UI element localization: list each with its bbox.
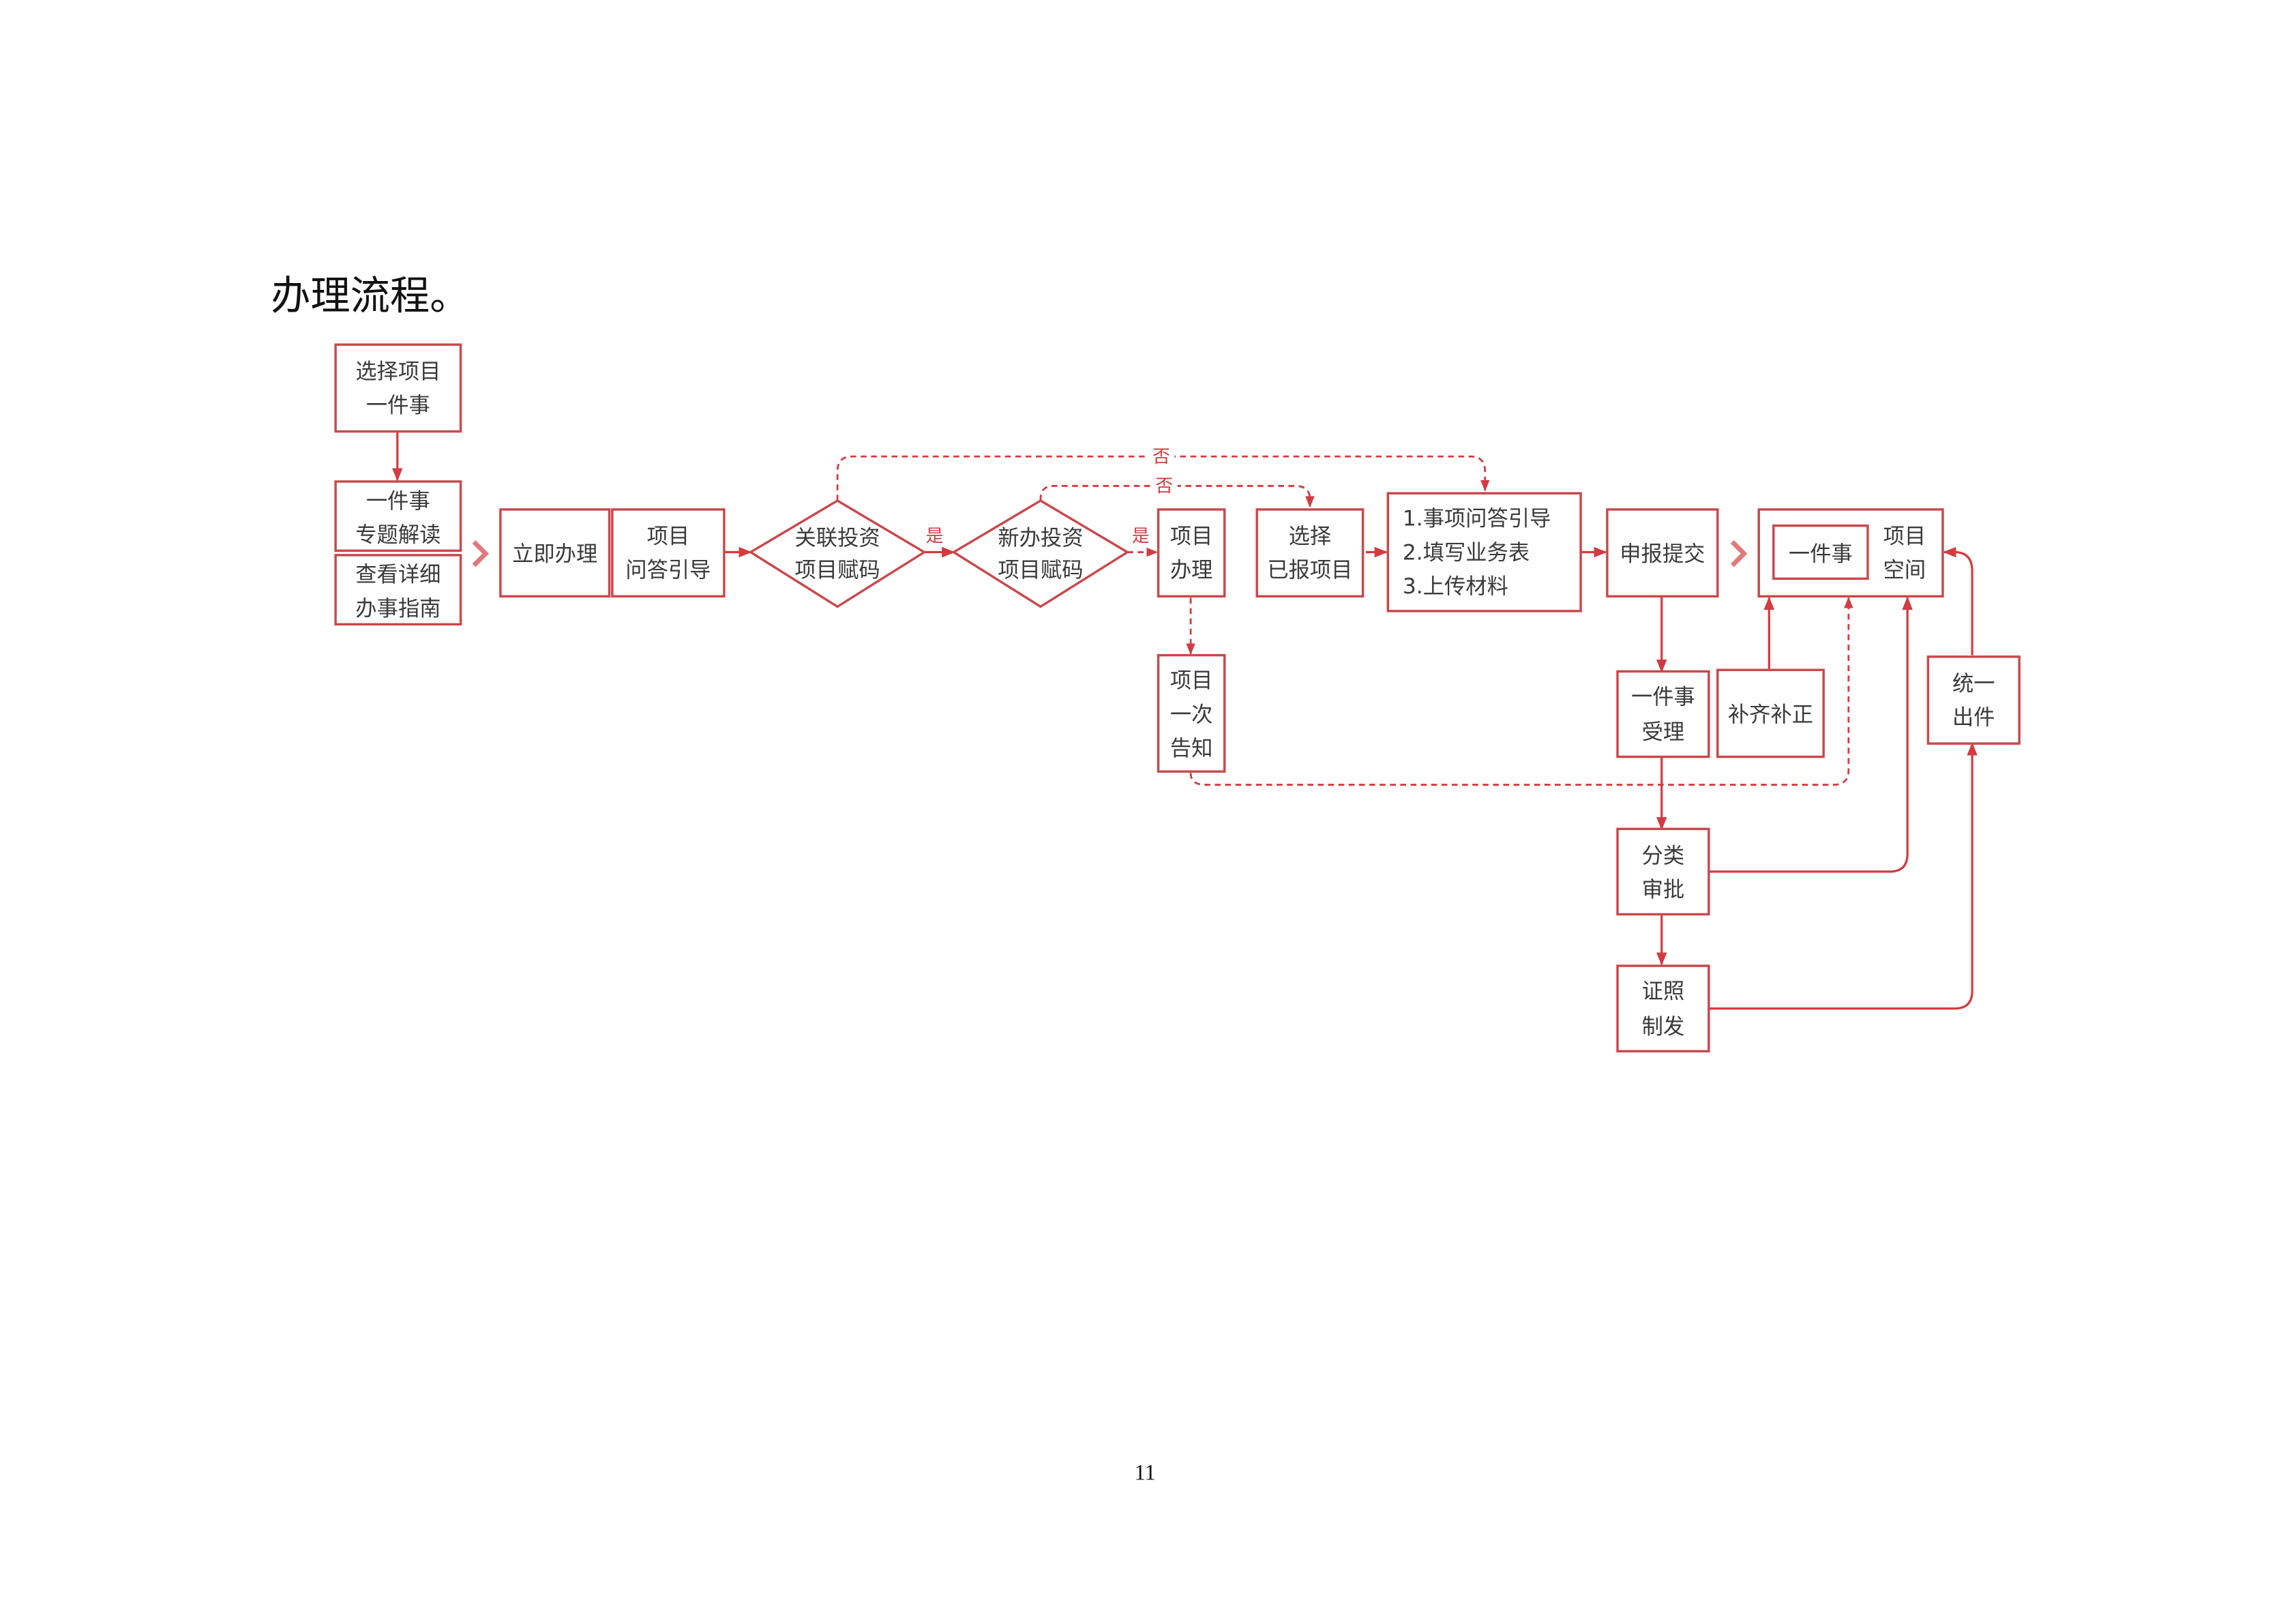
arrow-classify-to-space — [1707, 596, 1913, 873]
node-one-notice: 项目 一次 告知 — [1157, 653, 1226, 773]
svg-text:出件: 出件 — [1952, 705, 1995, 730]
svg-text:受理: 受理 — [1642, 720, 1685, 745]
svg-text:项目: 项目 — [1883, 525, 1926, 549]
svg-text:项目: 项目 — [647, 525, 690, 549]
page-number: 11 — [1135, 1460, 1156, 1485]
svg-text:2.填写业务表: 2.填写业务表 — [1403, 540, 1530, 565]
svg-text:专题解读: 专题解读 — [355, 522, 441, 547]
node-project-space: 一件事 项目 空间 — [1757, 508, 1944, 598]
svg-text:问答引导: 问答引导 — [625, 558, 711, 582]
node-qa-guide: 项目 问答引导 — [611, 508, 726, 598]
node-select-reported: 选择 已报项目 — [1255, 508, 1365, 598]
label-no-2: 否 — [1155, 476, 1173, 497]
arrow-issue-to-space — [1943, 546, 1973, 655]
label-no-1: 否 — [1152, 447, 1170, 467]
svg-text:一件事: 一件事 — [1789, 542, 1853, 567]
svg-text:办理: 办理 — [1170, 558, 1213, 582]
svg-text:选择: 选择 — [1289, 525, 1332, 549]
svg-text:一件事: 一件事 — [1631, 685, 1695, 709]
svg-text:一次: 一次 — [1170, 703, 1213, 727]
svg-text:审批: 审批 — [1642, 878, 1685, 902]
svg-text:1.事项问答引导: 1.事项问答引导 — [1403, 507, 1551, 531]
node-select-item: 选择项目 一件事 — [334, 343, 462, 433]
svg-text:关联投资: 关联投资 — [795, 526, 880, 550]
svg-text:选择项目: 选择项目 — [355, 359, 441, 384]
svg-text:分类: 分类 — [1642, 844, 1685, 868]
label-yes-1: 是 — [926, 526, 944, 546]
svg-text:已报项目: 已报项目 — [1267, 558, 1352, 582]
chevron-right-icon — [472, 540, 490, 567]
svg-text:办事指南: 办事指南 — [355, 596, 441, 621]
node-steps: 1.事项问答引导 2.填写业务表 3.上传材料 — [1386, 492, 1582, 612]
node-topic-read: 一件事 专题解读 — [334, 480, 462, 552]
svg-text:项目: 项目 — [1170, 525, 1213, 549]
svg-text:补齐补正: 补齐补正 — [1728, 703, 1813, 727]
node-project-handle: 项目 办理 — [1157, 508, 1226, 598]
svg-text:空间: 空间 — [1883, 558, 1926, 582]
node-classify: 分类 审批 — [1616, 827, 1710, 916]
svg-text:查看详细: 查看详细 — [355, 563, 441, 587]
node-license: 证照 制发 — [1616, 964, 1710, 1052]
node-unified-issue: 统一 出件 — [1926, 655, 2021, 745]
arrow-license-to-issue — [1707, 742, 1978, 1010]
svg-text:申报提交: 申报提交 — [1620, 542, 1705, 567]
svg-text:统一: 统一 — [1952, 671, 1995, 696]
dashed-arrow-new-no — [1039, 485, 1315, 508]
svg-text:项目赋码: 项目赋码 — [795, 558, 880, 582]
svg-text:项目: 项目 — [1170, 668, 1213, 693]
node-submit: 申报提交 — [1606, 508, 1719, 598]
connectors — [391, 431, 1978, 1010]
diamond-related-code: 关联投资 项目赋码 — [748, 499, 927, 608]
svg-text:立即办理: 立即办理 — [512, 542, 597, 567]
diamond-new-code: 新办投资 项目赋码 — [951, 499, 1130, 608]
svg-text:一件事: 一件事 — [366, 394, 430, 418]
node-supplement: 补齐补正 — [1716, 668, 1825, 758]
dashed-arrow-notice-to-space — [1189, 596, 1853, 786]
svg-text:一件事: 一件事 — [366, 489, 430, 514]
svg-text:证照: 证照 — [1642, 979, 1685, 1004]
chevron-right-icon — [1730, 540, 1748, 567]
svg-text:制发: 制发 — [1642, 1014, 1685, 1039]
svg-text:3.上传材料: 3.上传材料 — [1403, 574, 1508, 599]
svg-text:新办投资: 新办投资 — [998, 526, 1083, 550]
node-start-now: 立即办理 — [499, 508, 611, 598]
node-accept: 一件事 受理 — [1616, 670, 1710, 758]
svg-text:项目赋码: 项目赋码 — [998, 558, 1083, 582]
page-title: 办理流程。 — [271, 272, 469, 319]
node-guide: 查看详细 办事指南 — [334, 554, 462, 626]
label-yes-2: 是 — [1132, 526, 1150, 546]
svg-text:告知: 告知 — [1170, 736, 1213, 761]
